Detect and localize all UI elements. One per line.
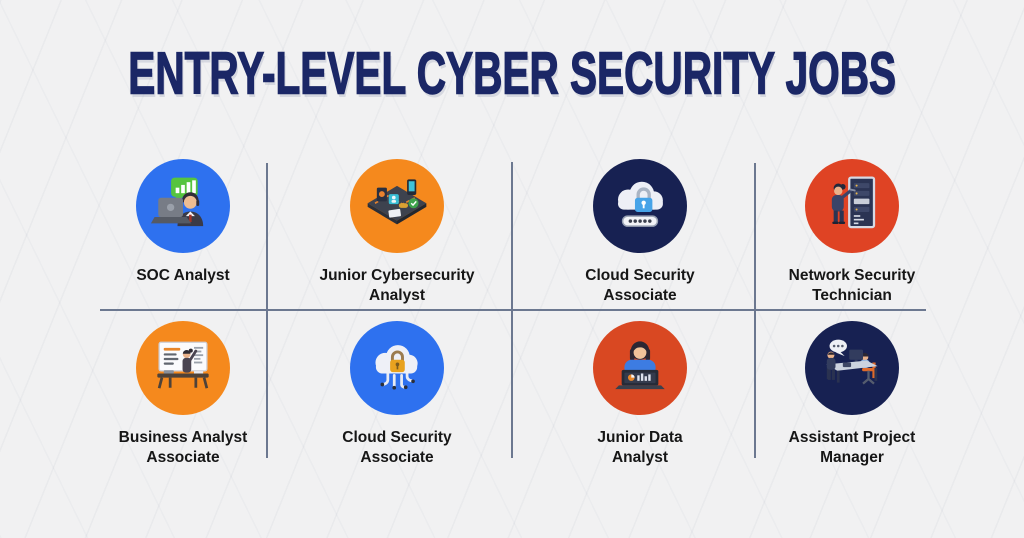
- junior-cybersecurity-circle: [350, 159, 444, 253]
- job-label-line1: Junior Data: [597, 429, 683, 446]
- soc-analyst-icon: [150, 177, 204, 227]
- assistant-pm-circle: [805, 321, 899, 415]
- job-cell-junior-cybersecurity-analyst: Junior Cybersecurity Analyst: [287, 159, 507, 307]
- page-title: ENTRY-LEVEL CYBER SECURITY JOBS: [128, 40, 897, 108]
- job-label-line1: Assistant Project: [788, 429, 916, 446]
- cloud-padlock-cables-icon: [375, 345, 418, 390]
- job-label-line1: Junior Cybersecurity: [319, 267, 475, 284]
- job-label: Junior Cybersecurity Analyst: [319, 266, 474, 307]
- business-analyst-circle: [136, 321, 230, 415]
- job-cell-junior-data-analyst: Junior Data Analyst: [530, 321, 750, 469]
- job-cell-soc-analyst: SOC Analyst: [73, 159, 293, 286]
- job-label-line1: Cloud Security: [342, 429, 452, 446]
- job-label-line1: Network Security: [788, 267, 916, 284]
- server-rack-technician-icon: [831, 176, 876, 229]
- job-label: Cloud Security Associate: [342, 428, 451, 469]
- job-cell-business-analyst-associate: Business Analyst Associate: [73, 321, 293, 469]
- soc-analyst-circle: [136, 159, 230, 253]
- project-meeting-desk-icon: [826, 339, 878, 385]
- cybersecurity-platform-icon: [367, 179, 427, 225]
- job-cell-cloud-security-associate-2: Cloud Security Associate: [287, 321, 507, 469]
- job-cell-assistant-project-manager: Assistant Project Manager: [742, 321, 962, 469]
- job-label-line1: Business Analyst: [118, 429, 248, 446]
- horizontal-divider: [100, 309, 926, 311]
- data-analyst-laptop-icon: [615, 341, 665, 390]
- job-label-line1: SOC Analyst: [136, 267, 230, 284]
- job-label-line2: Analyst: [369, 287, 425, 305]
- job-label: Junior Data Analyst: [597, 428, 682, 469]
- job-label: Network Security Technician: [789, 266, 916, 307]
- cloud-security-circle-blue: [350, 321, 444, 415]
- job-label-line2: Analyst: [611, 449, 668, 467]
- job-label-line1: Cloud Security: [585, 267, 695, 284]
- job-label: Cloud Security Associate: [585, 266, 694, 307]
- job-label: Business Analyst Associate: [119, 428, 248, 469]
- job-label-line2: Manager: [820, 449, 884, 467]
- whiteboard-presenter-icon: [157, 341, 209, 389]
- cloud-security-circle-navy: [593, 159, 687, 253]
- job-label-line2: Associate: [360, 449, 434, 467]
- job-cell-cloud-security-associate-1: Cloud Security Associate: [530, 159, 750, 307]
- job-label-line2: Associate: [603, 287, 677, 305]
- network-technician-circle: [805, 159, 899, 253]
- job-label-line2: Technician: [812, 287, 892, 305]
- job-label-line2: Associate: [146, 449, 220, 467]
- job-label: SOC Analyst: [136, 266, 229, 286]
- job-cell-network-security-technician: Network Security Technician: [742, 159, 962, 307]
- page-title-wrap: ENTRY-LEVEL CYBER SECURITY JOBS: [0, 40, 1024, 108]
- job-label: Assistant Project Manager: [789, 428, 916, 469]
- cloud-padlock-password-icon: [618, 181, 663, 227]
- junior-data-analyst-circle: [593, 321, 687, 415]
